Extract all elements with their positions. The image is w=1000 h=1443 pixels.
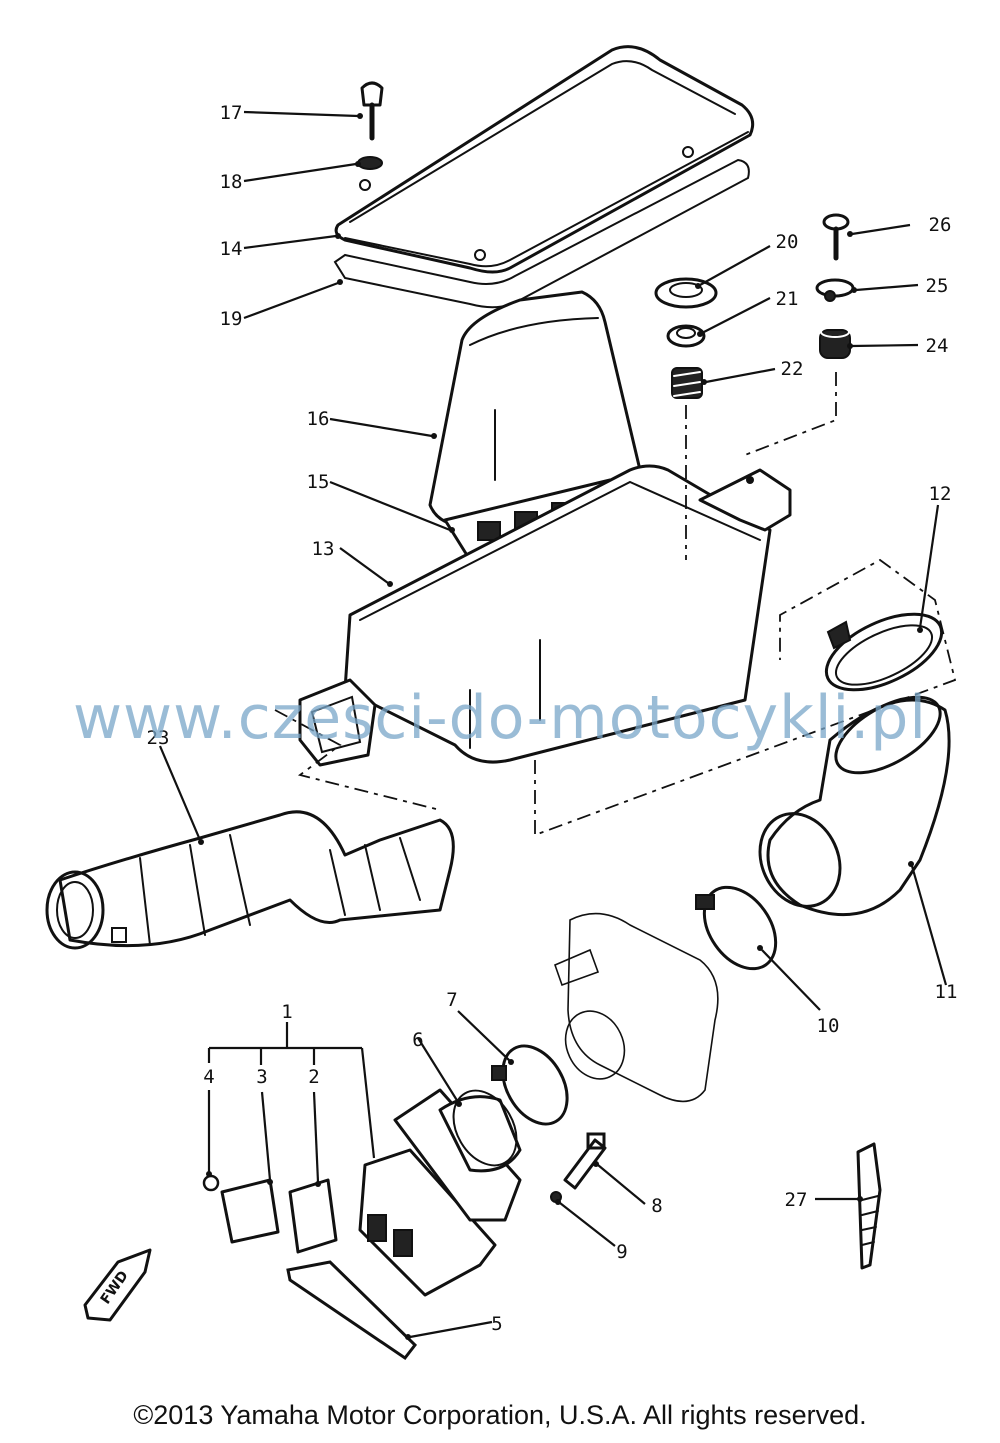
- washer-18: [357, 156, 383, 170]
- spring-22: [671, 367, 703, 399]
- watermark: www.czesci-do-motocykli.pl: [72, 683, 928, 753]
- screw-26: [822, 213, 850, 261]
- callout-26: 26: [929, 214, 952, 236]
- callout-12: 12: [929, 483, 952, 505]
- bolt-8: [563, 1132, 607, 1190]
- damper-21: [666, 324, 706, 348]
- leader-lines: [158, 110, 948, 1340]
- callout-numbers: 1 2 3 4 5 6 7 8 9 10 11 12 13 14 15 16 1…: [147, 102, 958, 1335]
- bolt-17: [360, 81, 384, 141]
- callout-25: 25: [926, 275, 949, 297]
- cover-gasket: [333, 158, 750, 309]
- callout-7: 7: [446, 989, 457, 1011]
- callout-10: 10: [817, 1015, 840, 1037]
- reed-valve-assembly: [202, 1148, 497, 1361]
- joint-clamp-12: [824, 612, 944, 692]
- fwd-arrow-icon: FWD: [83, 1248, 152, 1322]
- callout-17: 17: [220, 102, 243, 124]
- assembly-dash-lines: [274, 372, 957, 837]
- callout-18: 18: [220, 171, 243, 193]
- air-joint-11: [758, 695, 951, 917]
- carburetor-outline: [553, 912, 719, 1103]
- callout-1: 1: [281, 1001, 292, 1023]
- clamp-10: [695, 885, 778, 971]
- intake-hose-23: [45, 810, 455, 950]
- callout-24: 24: [926, 335, 949, 357]
- grommet-24: [819, 326, 851, 359]
- callout-27: 27: [785, 1189, 808, 1211]
- callout-14: 14: [220, 238, 243, 260]
- callout-23: 23: [147, 727, 170, 749]
- callout-21: 21: [776, 288, 799, 310]
- callout-8: 8: [651, 1195, 662, 1217]
- callout-2: 2: [308, 1066, 319, 1088]
- damper-20: [654, 277, 718, 309]
- copyright-text: ©2013 Yamaha Motor Corporation, U.S.A. A…: [133, 1400, 867, 1430]
- callout-16: 16: [307, 408, 330, 430]
- callout-4: 4: [203, 1066, 214, 1088]
- callout-22: 22: [781, 358, 804, 380]
- clamp-7: [501, 1044, 569, 1126]
- intake-manifold-6: [393, 1088, 522, 1222]
- callout-15: 15: [307, 471, 330, 493]
- callout-19: 19: [220, 308, 243, 330]
- band-27: [856, 1142, 882, 1270]
- callout-6: 6: [412, 1029, 423, 1051]
- callout-13: 13: [312, 538, 335, 560]
- callout-9: 9: [616, 1241, 627, 1263]
- callout-3: 3: [256, 1066, 267, 1088]
- airbox-case: [298, 464, 792, 767]
- callout-11: 11: [935, 981, 958, 1003]
- clamp-7-screw: [491, 1065, 507, 1081]
- callout-5: 5: [491, 1313, 502, 1335]
- airbox-cover: [334, 45, 755, 274]
- callout-20: 20: [776, 231, 799, 253]
- collar-25: [815, 278, 855, 302]
